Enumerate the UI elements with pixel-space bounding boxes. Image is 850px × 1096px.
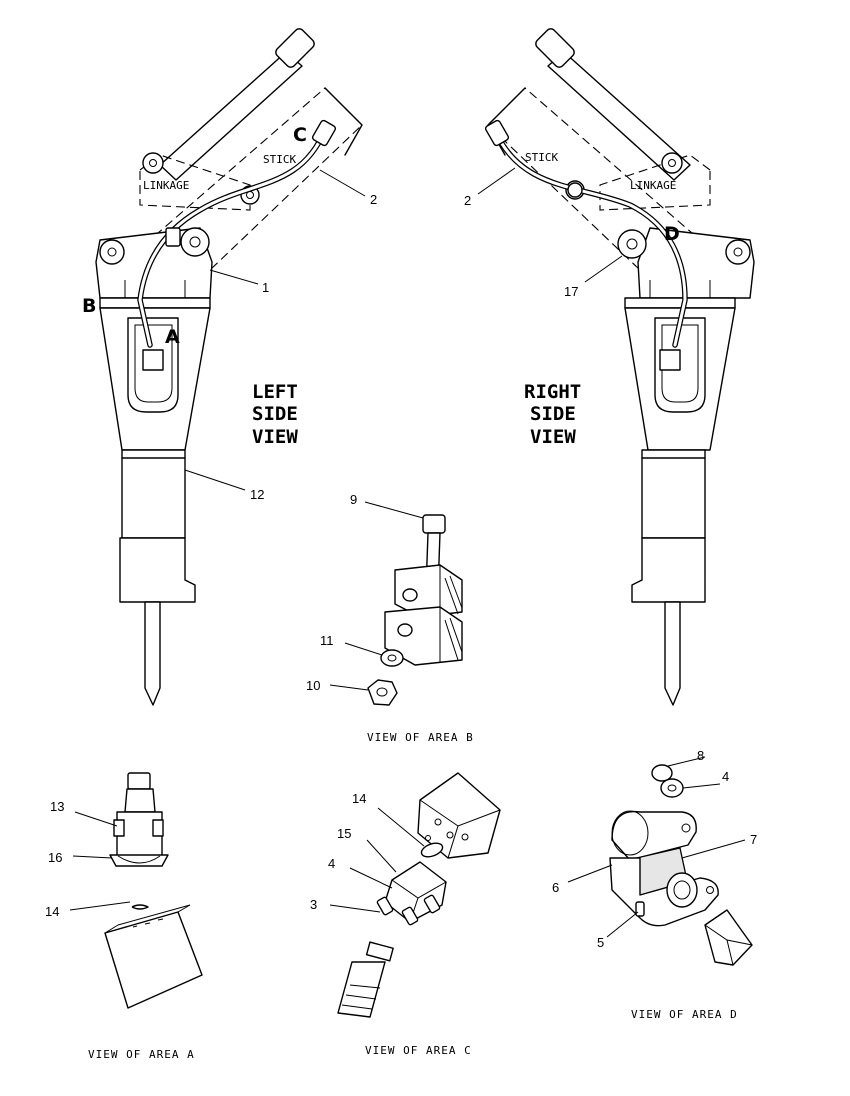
linkage-label-right: LINKAGE	[630, 179, 676, 192]
stick-label-right: STICK	[525, 151, 558, 164]
area-a-marker: A	[165, 326, 180, 348]
callout-4-area-d: 4	[722, 769, 729, 784]
callout-6-area-d: 6	[552, 880, 559, 895]
left-view-title-line-3: VIEW	[252, 426, 298, 448]
linkage-label-left: LINKAGE	[143, 179, 189, 192]
callout-13-area-a: 13	[50, 799, 64, 814]
callout-10-area-b: 10	[306, 678, 320, 693]
callout-12-left: 12	[250, 487, 264, 502]
area-d-marker: D	[664, 223, 680, 245]
callout-3-area-c: 3	[310, 897, 317, 912]
caption-area-b: VIEW OF AREA B	[367, 731, 474, 744]
callout-2-right: 2	[464, 193, 471, 208]
left-side-view-drawing	[95, 28, 363, 706]
area-d-detail-drawing	[609, 764, 753, 966]
area-c-detail-drawing	[337, 772, 501, 1018]
callout-2-left: 2	[370, 192, 377, 207]
right-side-view-drawing	[484, 28, 755, 706]
left-view-title-line-1: LEFT	[252, 381, 298, 403]
callout-17-right: 17	[564, 284, 578, 299]
caption-area-c: VIEW OF AREA C	[365, 1044, 472, 1057]
area-a-detail-drawing	[104, 772, 203, 1009]
callout-8-area-d: 8	[697, 748, 704, 763]
left-view-title-line-2: SIDE	[252, 403, 298, 425]
callout-14-area-a: 14	[45, 904, 59, 919]
callout-14-area-c: 14	[352, 791, 366, 806]
callout-4-area-c: 4	[328, 856, 335, 871]
caption-area-d: VIEW OF AREA D	[631, 1008, 738, 1021]
area-c-marker: C	[293, 124, 307, 146]
area-b-marker: B	[82, 295, 96, 317]
right-view-title-line-1: RIGHT	[524, 381, 581, 403]
callout-11-area-b: 11	[320, 633, 334, 648]
right-view-title-line-3: VIEW	[530, 426, 576, 448]
callout-9-area-b: 9	[350, 492, 357, 507]
stick-label-left: STICK	[263, 153, 296, 166]
callout-5-area-d: 5	[597, 935, 604, 950]
right-view-title-line-2: SIDE	[530, 403, 576, 425]
area-b-detail-drawing	[367, 514, 463, 706]
callout-16-area-a: 16	[48, 850, 62, 865]
callout-15-area-c: 15	[337, 826, 351, 841]
callout-1-left: 1	[262, 280, 269, 295]
caption-area-a: VIEW OF AREA A	[88, 1048, 195, 1061]
callout-7-area-d: 7	[750, 832, 757, 847]
